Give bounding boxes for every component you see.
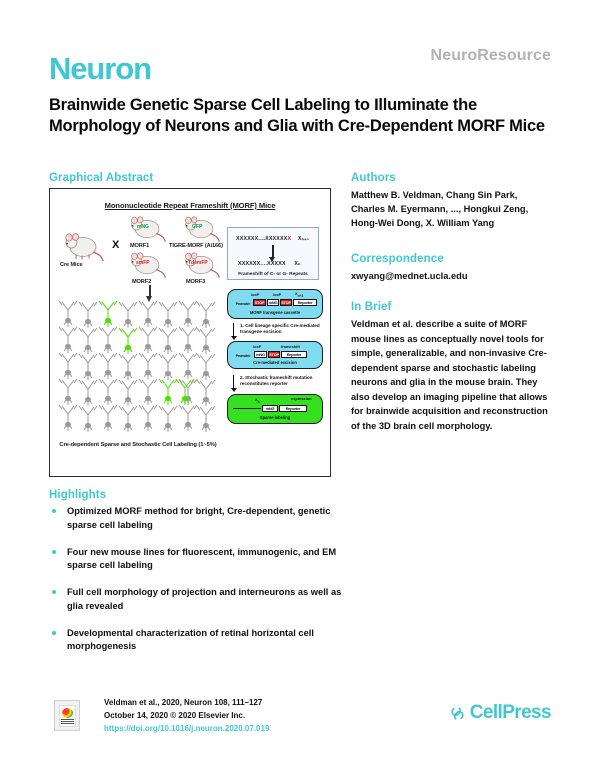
highlight-text: Developmental characterization of retina… xyxy=(67,627,314,652)
morf3-label: MORF3 xyxy=(186,279,206,285)
neuron-grid-svg xyxy=(58,300,216,433)
step-label-1: 1. Cell lineage specific Cre-mediated tr… xyxy=(240,323,320,335)
correspondence-heading: Correspondence xyxy=(351,253,444,265)
frameshift-caption: Frameshift of C- or G- Repeats xyxy=(238,272,308,277)
journal-logo: Neuron xyxy=(49,51,152,86)
cassette-caption: Sparse labeling xyxy=(259,415,291,420)
citation-line-1: Veldman et al., 2020, Neuron 108, 111–12… xyxy=(104,698,263,707)
morf1-reporter-tag: mNG xyxy=(137,224,149,230)
step-arrow-1-icon xyxy=(230,323,238,340)
highlight-text: Full cell morphology of projection and i… xyxy=(67,587,342,611)
publisher-logo: CellPress xyxy=(449,702,552,724)
frameshift-diagram: XXXXXX....XXXXXXX Xₙ₊₁ XXXXXX....XXXXX X… xyxy=(227,227,319,280)
cassette-element: STOP xyxy=(253,299,266,306)
step-arrow-2-icon xyxy=(230,375,238,392)
footer: Veldman et al., 2020, Neuron 108, 111–12… xyxy=(49,697,552,739)
publisher-name: CellPress xyxy=(469,702,552,723)
bullet-icon xyxy=(52,630,56,635)
list-item: Developmental characterization of retina… xyxy=(49,627,354,655)
cassette-caption: Cre-mediated excision xyxy=(253,360,297,365)
cassette-caption: MORF transgene cassette xyxy=(249,310,301,315)
figure-flow-arrow-icon xyxy=(146,285,152,302)
page-title: Brainwide Genetic Sparse Cell Labeling t… xyxy=(49,96,545,136)
frameshift-arrow-icon xyxy=(270,245,275,262)
cassette-bottom: Xn expression mNG Reporter Sparse labeli… xyxy=(227,394,323,424)
cassette-element: mNG xyxy=(254,351,267,358)
promoter-element: Promoter xyxy=(235,301,251,306)
morf2-mouse-icon xyxy=(128,251,168,279)
step-label-2: 2. Stochastic frameshift mutation recons… xyxy=(240,375,313,387)
frameshift-top-subscript: Xₙ₊₁ xyxy=(297,236,310,242)
promoter-element: Promoter xyxy=(235,353,251,358)
bullet-icon xyxy=(52,549,56,554)
frameshift-top-extra-base: X xyxy=(287,236,292,242)
morf3-mouse-icon xyxy=(182,251,222,279)
in-brief-text: Veldman et al. describe a suite of MORF … xyxy=(351,319,548,431)
frameshift-bottom-subscript: Xₙ xyxy=(294,261,301,267)
highlight-text: Optimized MORF method for bright, Cre-de… xyxy=(67,506,331,530)
correspondence-email[interactable]: xwyang@mednet.ucla.edu xyxy=(351,271,468,281)
morf3-reporter-tag: TdemFP xyxy=(188,260,208,266)
journal-cover-thumbnail xyxy=(54,700,80,731)
highlights-list: Optimized MORF method for bright, Cre-de… xyxy=(49,505,354,667)
frameshift-top-sequence: XXXXXX....XXXXXX xyxy=(236,236,288,242)
doi-link[interactable]: https://doi.org/10.1016/j.neuron.2020.07… xyxy=(104,723,270,733)
list-item: Four new mouse lines for fluorescent, im… xyxy=(49,546,354,574)
cassette-element: Reporter xyxy=(279,405,307,412)
graphical-abstract-heading: Graphical Abstract xyxy=(49,172,154,184)
highlight-text: Four new mouse lines for fluorescent, im… xyxy=(67,546,337,571)
in-brief-heading: In Brief xyxy=(351,301,392,313)
cassette-middle: loxP frameshift Promoter mNG STOP Report… xyxy=(227,341,323,369)
cassette-element: mNG xyxy=(262,405,278,412)
cassette-top: loxP loxP Xn+1 Promoter STOP mNG STOP Re… xyxy=(227,289,323,319)
tigre-morf-mouse-icon xyxy=(182,215,222,243)
list-item: Full cell morphology of projection and i… xyxy=(49,586,354,614)
frameshift-bottom-sequence: XXXXXX....XXXXX xyxy=(238,261,286,267)
cassette-element: Reporter xyxy=(281,351,307,358)
graphical-abstract-figure: Mononucleotide Repeat Frameshift (MORF) … xyxy=(49,188,331,477)
highlights-heading: Highlights xyxy=(49,489,107,501)
morf2-label: MORF2 xyxy=(132,279,152,285)
list-item: Optimized MORF method for bright, Cre-de… xyxy=(49,505,354,533)
tigre-morf-label: TIGRE-MORF (Ai166) xyxy=(169,243,223,249)
authors-heading: Authors xyxy=(351,172,396,184)
cassette-element: Reporter xyxy=(293,299,317,306)
author-list: Matthew B. Veldman, Chang Sin Park, Char… xyxy=(351,190,529,229)
cross-symbol: X xyxy=(112,239,120,251)
cellpress-mark-icon xyxy=(451,706,464,720)
grid-caption: Cre-dependent Sparse and Stochastic Cell… xyxy=(59,442,217,448)
bullet-icon xyxy=(52,590,56,594)
neuron-grid xyxy=(58,300,218,439)
cassette-element: STOP xyxy=(280,299,292,306)
cassette-element: STOP xyxy=(268,351,280,358)
morf2-reporter-tag: smFP xyxy=(136,260,150,266)
citation-block: Veldman et al., 2020, Neuron 108, 111–12… xyxy=(104,697,269,736)
figure-title: Mononucleotide Repeat Frameshift (MORF) … xyxy=(104,201,276,210)
article-type-kicker: NeuroResource xyxy=(430,47,551,64)
tigre-morf-reporter-tag: GFP xyxy=(192,224,203,230)
cassette-element: mNG xyxy=(267,299,279,306)
morf1-mouse-icon xyxy=(128,215,168,243)
cre-mouse-label: Cre Mice xyxy=(60,262,83,268)
morf1-label: MORF1 xyxy=(130,243,150,249)
citation-line-2: October 14, 2020 © 2020 Elsevier Inc. xyxy=(104,710,246,720)
cre-mouse-icon xyxy=(62,232,106,262)
bullet-icon xyxy=(52,509,56,513)
